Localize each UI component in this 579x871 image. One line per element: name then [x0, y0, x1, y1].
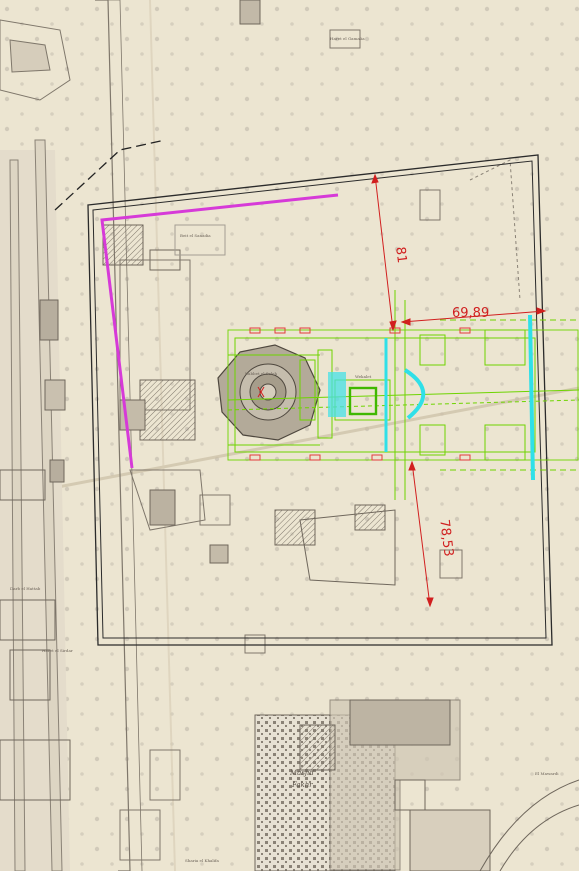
magenta-boundary[interactable] — [100, 193, 339, 469]
left-small-label: Haret el Sirdar — [42, 648, 73, 653]
left-street — [0, 0, 143, 871]
fold-line — [0, 386, 579, 500]
reconstruction-plan[interactable] — [227, 290, 579, 500]
survey-frame[interactable] — [87, 154, 553, 646]
dimension-label-north: 81 — [392, 246, 409, 264]
inner-building-label: Wekalet — [355, 374, 372, 379]
mosque-label: Masjid — [289, 769, 314, 777]
upper-building-label: Beit el Sanadia — [180, 233, 211, 238]
dimension-east[interactable] — [400, 307, 547, 326]
fountain-square — [348, 386, 378, 416]
bottom-street-label: Sharia el Khalifa — [185, 858, 219, 863]
cyan-east-wall — [528, 314, 535, 481]
dimension-label-south: 78,53 — [436, 519, 455, 558]
cyan-block — [328, 372, 346, 417]
left-label: Darb el Hattab — [10, 586, 41, 591]
top-small-label: Haret el Gamalia — [330, 36, 365, 41]
sultan-complex — [102, 159, 521, 654]
cyan-overlay[interactable] — [328, 314, 535, 481]
mosque-name-label: Fakhr — [291, 781, 313, 789]
center-label: Kubbet el Saleh — [245, 371, 278, 376]
dimension-south[interactable] — [408, 460, 434, 608]
right-label: El Mawardi — [535, 771, 559, 776]
mausoleum: Kubbet el Saleh — [217, 344, 321, 441]
bottom-buildings: Masjid Fakhr Sharia el Khalifa El Maward… — [10, 36, 579, 871]
dimension-label-east: 69,89 — [452, 306, 489, 321]
cyan-arc — [403, 368, 426, 420]
dimension-north[interactable] — [371, 173, 397, 332]
plan-markers — [249, 327, 471, 461]
upper-left-buildings — [0, 0, 361, 211]
